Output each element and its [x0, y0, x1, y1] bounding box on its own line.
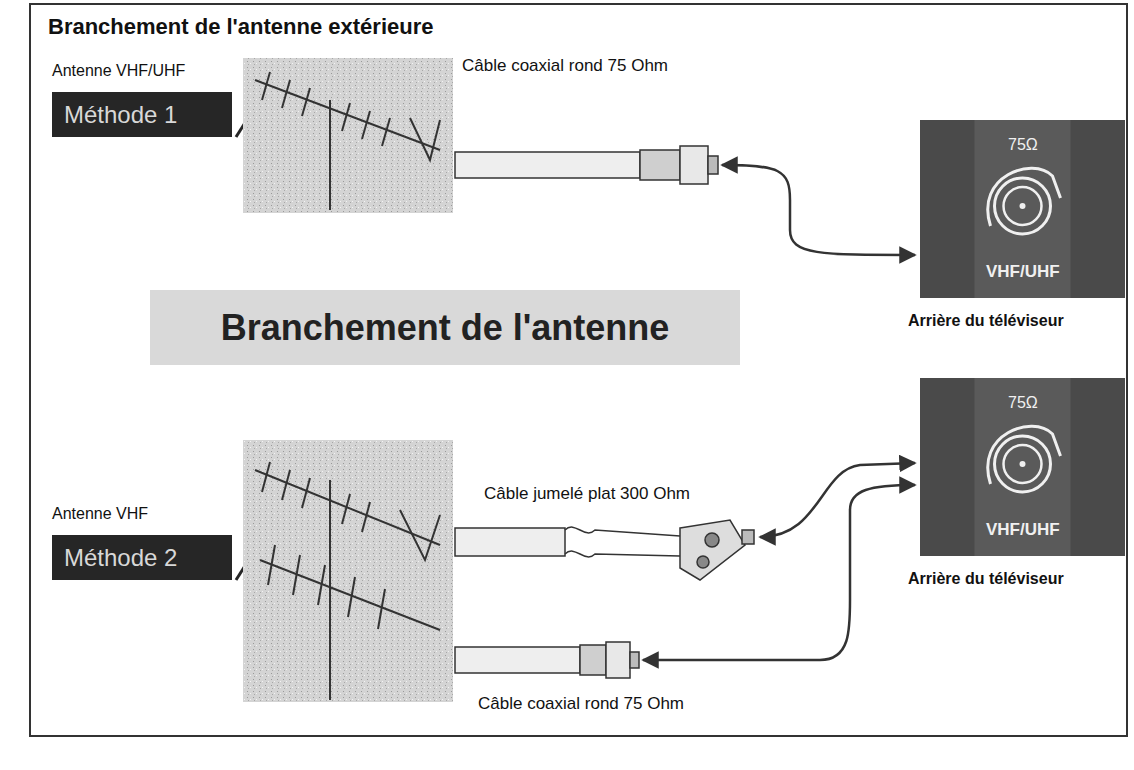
method-badge: Méthode 1 [52, 92, 232, 137]
cable-label: Câble coaxial rond 75 Ohm [478, 694, 684, 714]
cable-label: Câble coaxial rond 75 Ohm [462, 56, 668, 76]
method-label: Méthode 2 [64, 544, 177, 572]
connection-arrow [643, 485, 915, 660]
coax-cable [455, 146, 718, 184]
panel-caption: Arrière du téléviseur [908, 312, 1064, 330]
cable-label: Câble jumelé plat 300 Ohm [484, 484, 690, 504]
tv-back-panel: 75ΩVHF/UHFArrière du téléviseur [920, 120, 1125, 298]
tv-panel: 75Ω VHF/UHF [920, 378, 1125, 556]
impedance-label: 75Ω [1008, 136, 1038, 154]
title-banner: Branchement de l'antenne [150, 290, 740, 365]
tv-back-panel: 75ΩVHF/UHFArrière du téléviseur [920, 378, 1125, 556]
twin-lead-cable [455, 520, 754, 580]
antenna-label: Antenne VHF [52, 505, 148, 523]
socket-label: VHF/UHF [986, 520, 1060, 540]
method-badge: Méthode 2 [52, 535, 232, 580]
tv-panel: 75Ω VHF/UHF [920, 120, 1125, 298]
connection-arrow [760, 463, 915, 537]
antenna-label: Antenne VHF/UHF [52, 62, 185, 80]
impedance-label: 75Ω [1008, 394, 1038, 412]
socket-label: VHF/UHF [986, 262, 1060, 282]
diagram-title: Branchement de l'antenne extérieure [48, 14, 433, 40]
frame [30, 4, 1127, 736]
method-label: Méthode 1 [64, 101, 177, 129]
connection-arrow [722, 165, 915, 255]
antenna-photo [243, 58, 453, 213]
panel-caption: Arrière du téléviseur [908, 570, 1064, 588]
antenna-photo [243, 440, 453, 702]
coax-cable [455, 642, 639, 678]
banner-heading: Branchement de l'antenne [221, 307, 670, 349]
banner-texture [150, 290, 740, 365]
